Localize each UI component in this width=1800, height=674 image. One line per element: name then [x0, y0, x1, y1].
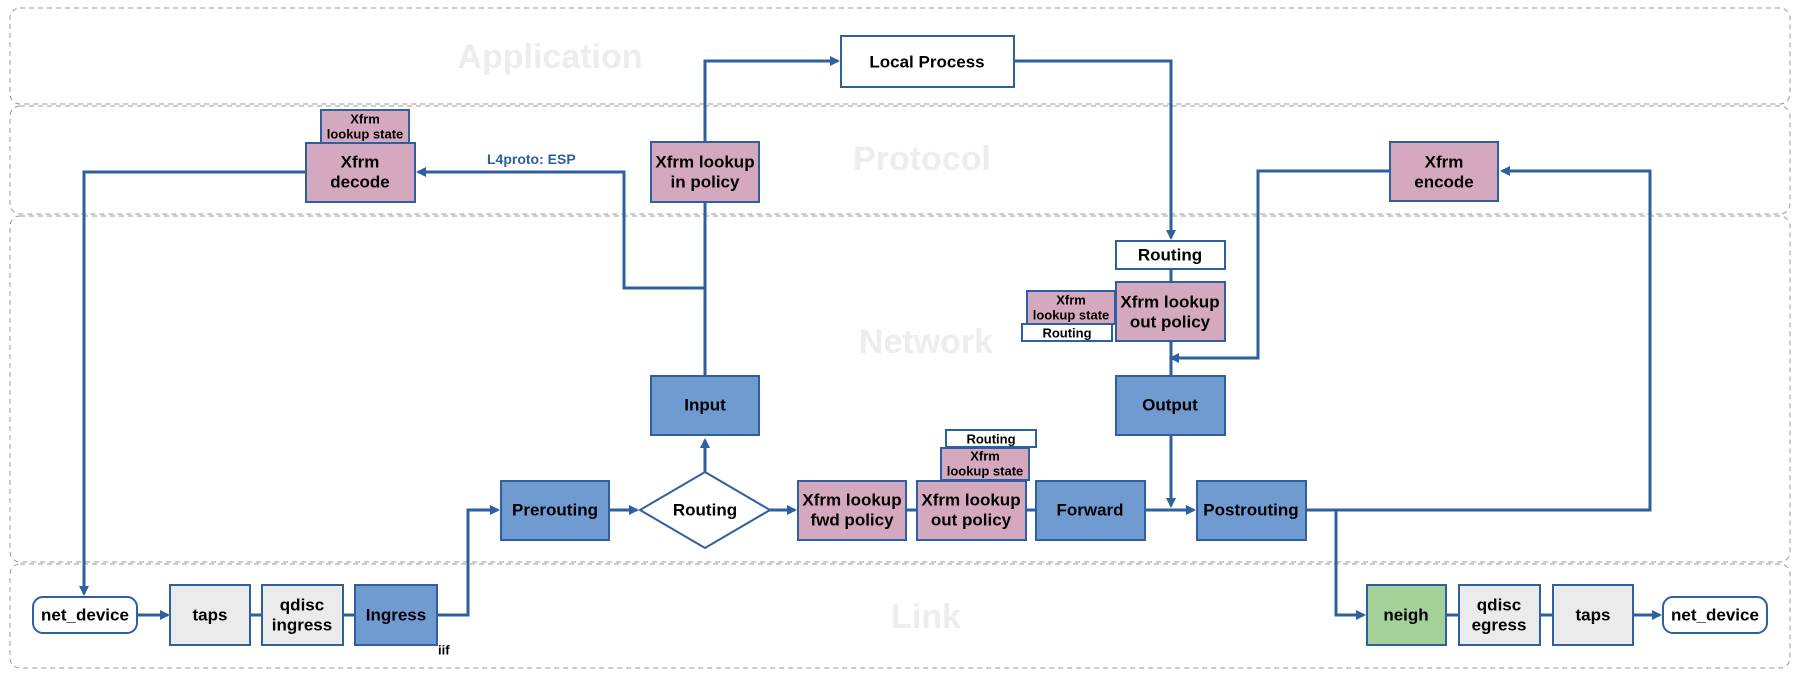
- routing-output-label: Routing: [1138, 246, 1202, 265]
- node-routing-fwd-small: Routing: [945, 429, 1037, 448]
- node-xfrm-decode-state: Xfrm lookup state: [320, 109, 410, 144]
- xfrm-encode-line2: encode: [1414, 173, 1474, 192]
- xfrm-state-local-line1: Xfrm: [1056, 293, 1086, 308]
- node-local-process-label: Local Process: [869, 53, 984, 72]
- node-xfrm-encode: Xfrm encode: [1389, 141, 1499, 202]
- xfrm-out-policy-local-line2: out policy: [1130, 313, 1211, 332]
- xfrm-decode-state-line1: Xfrm: [350, 112, 380, 127]
- xfrm-state-fwd-line1: Xfrm: [970, 449, 1000, 464]
- edge-ingress-prerouting: [437, 505, 500, 617]
- edge-inpolicy-localprocess: [703, 56, 840, 141]
- edges: [79, 56, 1662, 620]
- prerouting-label: Prerouting: [512, 501, 598, 520]
- qdisc-egress-line1: qdisc: [1477, 596, 1521, 615]
- node-routing-output: Routing: [1115, 240, 1226, 270]
- node-net-device-out: net_device: [1662, 596, 1768, 634]
- node-output: Output: [1115, 375, 1226, 436]
- edge-localprocess-routing: [1014, 59, 1176, 240]
- xfrm-state-local-line2: lookup state: [1033, 308, 1110, 323]
- layer-label-application: Application: [457, 38, 642, 76]
- node-taps-in: taps: [169, 584, 251, 646]
- edge-postrouting-neigh: [1334, 510, 1366, 620]
- layer-label-link: Link: [891, 598, 961, 636]
- layer-label-network: Network: [859, 323, 993, 361]
- taps-out-label: taps: [1576, 606, 1611, 625]
- layer-protocol: Protocol: [9, 105, 1791, 215]
- qdisc-egress-line2: egress: [1472, 616, 1527, 635]
- node-routing-decision: Routing: [638, 470, 772, 550]
- routing-local-small-label: Routing: [1042, 326, 1091, 341]
- node-xfrm-state-local: Xfrm lookup state: [1026, 290, 1116, 325]
- node-xfrm-decode: Xfrm decode: [305, 142, 416, 203]
- node-prerouting: Prerouting: [500, 480, 610, 541]
- node-qdisc-egress: qdisc egress: [1458, 584, 1541, 646]
- label-iif: iif: [438, 643, 450, 658]
- node-postrouting: Postrouting: [1196, 480, 1307, 541]
- node-ingress: Ingress: [354, 584, 438, 646]
- net-device-out-label: net_device: [1671, 606, 1759, 625]
- edge-decode-netdevice: [79, 170, 306, 596]
- xfrm-fwd-policy-line2: fwd policy: [810, 511, 894, 530]
- node-xfrm-fwd-policy: Xfrm lookup fwd policy: [797, 480, 907, 541]
- xfrm-out-policy-fwd-line1: Xfrm lookup: [921, 491, 1020, 510]
- xfrm-in-policy-line2: in policy: [671, 173, 741, 192]
- xfrm-encode-line1: Xfrm: [1425, 153, 1464, 172]
- forward-label: Forward: [1056, 501, 1123, 520]
- taps-in-label: taps: [193, 606, 228, 625]
- xfrm-out-policy-local-line1: Xfrm lookup: [1120, 293, 1219, 312]
- qdisc-ingress-line2: ingress: [272, 616, 332, 635]
- xfrm-decode-state-line2: lookup state: [327, 127, 404, 142]
- node-xfrm-in-policy: Xfrm lookup in policy: [650, 141, 760, 203]
- qdisc-ingress-line1: qdisc: [280, 596, 324, 615]
- edge-encode-output: [1169, 169, 1390, 363]
- layer-application: Application: [9, 7, 1791, 105]
- node-xfrm-out-policy-local: Xfrm lookup out policy: [1115, 281, 1226, 342]
- xfrm-fwd-policy-line1: Xfrm lookup: [802, 491, 901, 510]
- xfrm-out-policy-fwd-line2: out policy: [931, 511, 1012, 530]
- edge-postrouting-encode: [1306, 166, 1652, 512]
- node-qdisc-ingress: qdisc ingress: [261, 584, 344, 646]
- node-local-process: Local Process: [840, 35, 1015, 88]
- node-xfrm-state-fwd: Xfrm lookup state: [940, 447, 1030, 481]
- layer-label-protocol: Protocol: [853, 140, 991, 178]
- node-net-device-in: net_device: [32, 596, 138, 634]
- node-neigh: neigh: [1366, 584, 1447, 646]
- node-xfrm-out-policy-fwd: Xfrm lookup out policy: [916, 480, 1027, 541]
- input-label: Input: [684, 396, 726, 415]
- layer-network: Network: [9, 215, 1791, 563]
- xfrm-decode-line1: Xfrm: [341, 153, 380, 172]
- routing-fwd-small-label: Routing: [966, 432, 1015, 447]
- postrouting-label: Postrouting: [1203, 501, 1298, 520]
- xfrm-decode-line2: decode: [330, 173, 390, 192]
- edge-input-xfrm-decode: [416, 167, 705, 290]
- net-device-in-label: net_device: [41, 606, 129, 625]
- node-routing-local-small: Routing: [1021, 323, 1113, 342]
- node-input: Input: [650, 375, 760, 436]
- node-forward: Forward: [1035, 480, 1146, 541]
- xfrm-state-fwd-line2: lookup state: [947, 464, 1024, 479]
- layer-link: Link: [9, 563, 1791, 669]
- output-label: Output: [1142, 396, 1198, 415]
- ingress-label: Ingress: [366, 606, 426, 625]
- xfrm-in-policy-line1: Xfrm lookup: [655, 153, 754, 172]
- node-taps-out: taps: [1552, 584, 1634, 646]
- routing-decision-label: Routing: [673, 501, 737, 520]
- label-l4proto-esp: L4proto: ESP: [487, 151, 576, 167]
- neigh-label: neigh: [1383, 606, 1428, 625]
